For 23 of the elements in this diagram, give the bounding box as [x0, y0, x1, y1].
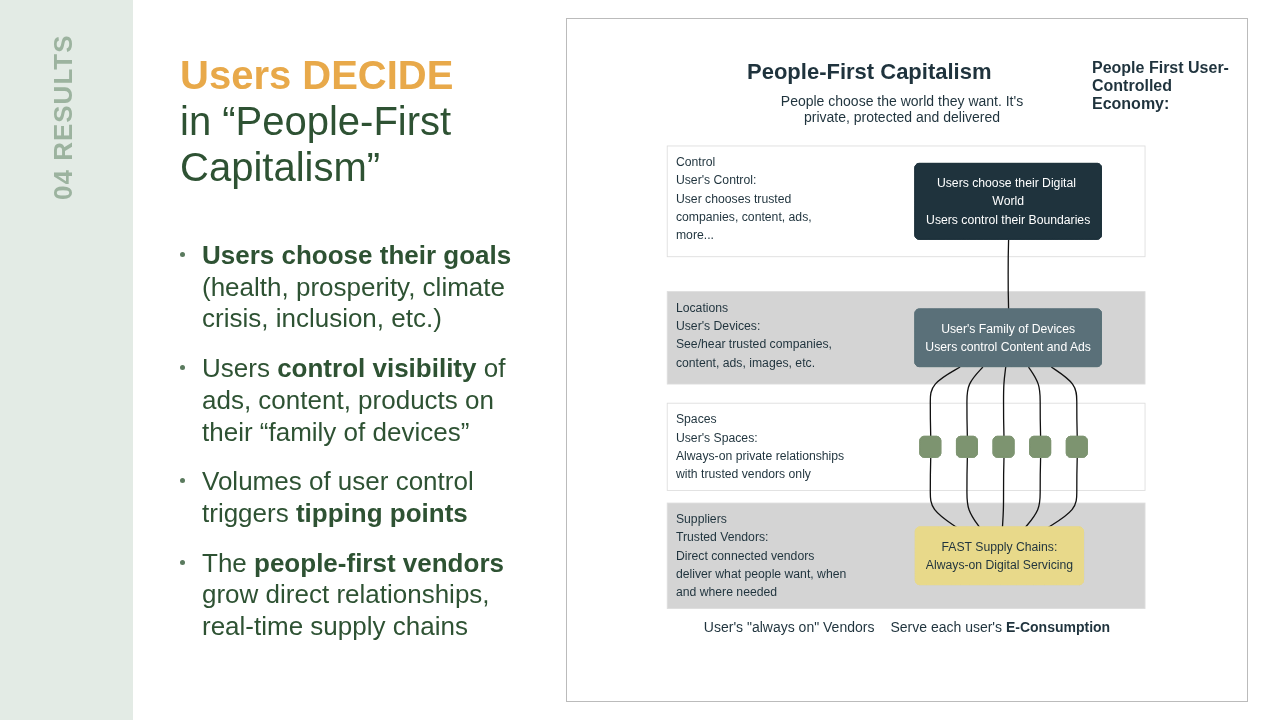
connector	[1047, 457, 1078, 529]
bullet-text: The people-first vendors grow direct relationships, real-time supply chains	[180, 547, 540, 643]
section-label: 04 RESULTS	[48, 34, 79, 200]
connector	[966, 366, 984, 438]
diagram-heading: People-First Capitalism	[747, 59, 992, 85]
bullet-text: Users choose their goals (health, prosperity, climate crisis, inclusion, etc.)	[180, 240, 540, 336]
vendor-label: User's "always on" Vendors	[703, 619, 875, 635]
connector	[1001, 457, 1005, 529]
bullet-text: Users control visibility of ads, content, products on their “family of devices”	[180, 353, 540, 449]
connector	[1007, 239, 1010, 311]
connector	[966, 457, 981, 529]
diagram-subtitle: People choose the world they want. It's private, protected and delivered	[779, 93, 1025, 125]
connector	[1027, 366, 1042, 438]
connector	[929, 366, 961, 438]
connector	[1002, 366, 1007, 438]
slide-title: Users DECIDE in “People-First Capitalism”	[180, 52, 455, 190]
column-heading: People First User-Controlled Economy:	[1092, 59, 1230, 113]
bullet-text: Volumes of user control triggers tipping points	[180, 466, 540, 530]
connector	[1050, 366, 1078, 438]
connector	[929, 457, 958, 529]
connector	[1024, 457, 1042, 529]
vendor-sublabel: Serve each user's E-Consumption	[890, 619, 1111, 635]
cluster: Spaces User's Spaces: Always-on private relationships with trusted vendors only	[666, 402, 1146, 491]
